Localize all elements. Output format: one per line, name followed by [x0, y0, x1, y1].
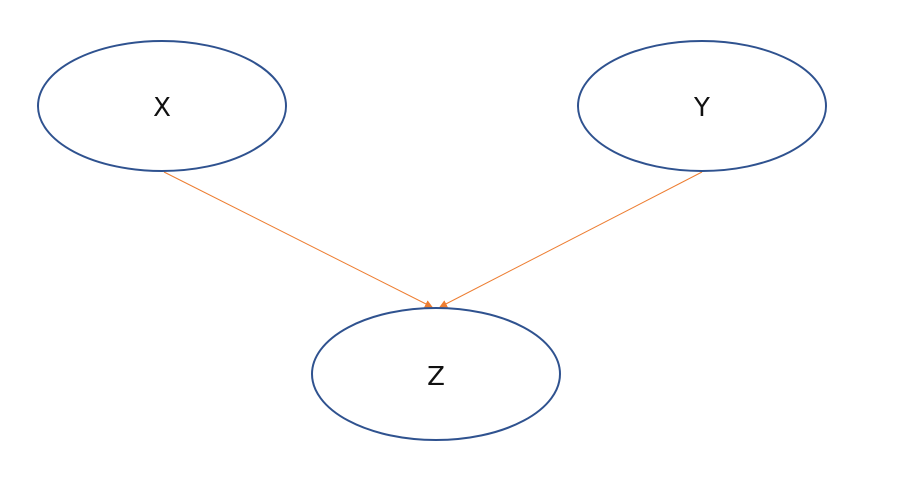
node-z[interactable]: Z [311, 307, 561, 441]
node-z-label: Z [427, 362, 445, 392]
edge-x-to-z [163, 171, 433, 308]
node-x[interactable]: X [37, 40, 287, 172]
node-y[interactable]: Y [577, 40, 827, 172]
node-x-label: X [153, 93, 171, 123]
edge-y-to-z [439, 171, 703, 308]
node-y-label: Y [693, 93, 710, 123]
